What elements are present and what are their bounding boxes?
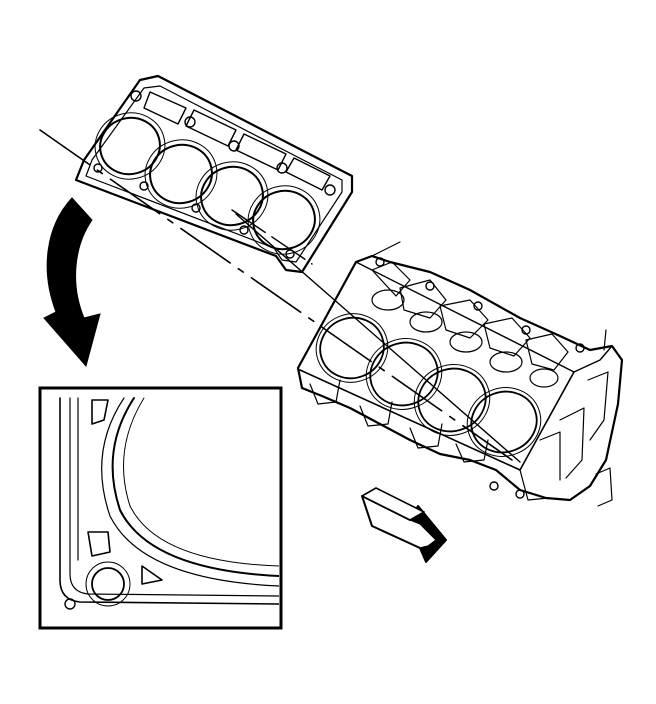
gasket-cylinder-bores: [99, 116, 316, 251]
head-gasket-outline: [74, 74, 354, 274]
detail-inset-view: [38, 386, 283, 630]
head-gasket: [74, 74, 354, 274]
curved-arrow-icon: [43, 197, 101, 368]
front-of-engine-arrow: [361, 487, 447, 563]
detail-callout-arrow: [43, 197, 101, 368]
alignment-leader-line: [39, 129, 521, 463]
engine-block: [296, 241, 624, 507]
